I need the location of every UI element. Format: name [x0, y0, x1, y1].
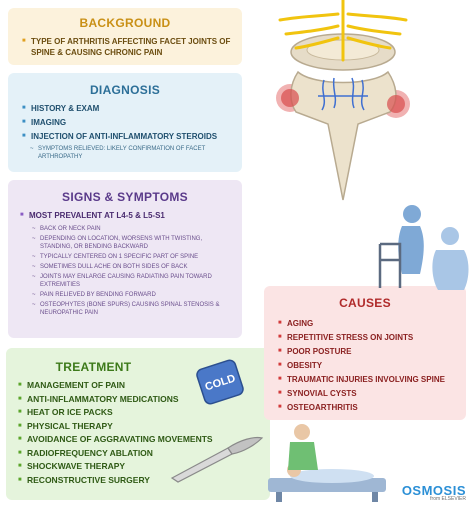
signs-main-item: MOST PREVALENT at L4-5 & L5-S1	[20, 210, 236, 221]
treatment-item: RADIOFREQUENCY ABLATION	[18, 448, 266, 459]
logo-word: OSMOSIS	[401, 483, 466, 498]
patient-lying	[290, 469, 374, 483]
diagnosis-item: HISTORY & EXAM	[22, 103, 234, 114]
diagnosis-card: DIAGNOSIS HISTORY & EXAM IMAGING INJECTI…	[8, 73, 242, 172]
second-patient-head	[441, 227, 459, 245]
signs-subitem: TYPICALLY CENTERED on 1 SPECIFIC PART of…	[32, 253, 234, 261]
elderly-patients-illustration	[378, 205, 469, 290]
physical-therapy-illustration	[268, 424, 386, 502]
therapist-head	[294, 424, 310, 440]
treatment-item: ANTI-INFLAMMATORY MEDICATIONS	[18, 394, 266, 405]
osmosis-logo: OSMOSIS from ELSEVIER	[402, 483, 466, 502]
diagnosis-subitem: SYMPTOMS RELIEVED: LIKELY CONFIRMATION o…	[30, 145, 232, 161]
causes-item: TRAUMATIC INJURIES involving SPINE	[278, 374, 460, 385]
signs-subitem: JOINTS MAY ENLARGE CAUSING RADIATING PAI…	[32, 273, 234, 289]
signs-subitem: SOMETIMES DULL ACHE on BOTH SIDES of BAC…	[32, 263, 234, 271]
treatment-item: MANAGEMENT of PAIN	[18, 380, 266, 391]
causes-title: CAUSES	[339, 296, 391, 310]
treatment-item: HEAT or ICE PACKS	[18, 407, 266, 418]
causes-item: OSTEOARTHRITIS	[278, 402, 460, 413]
scalpel-icon	[170, 436, 264, 483]
signs-symptoms-title: SIGNS & SYMPTOMS	[62, 190, 188, 204]
treatment-item: SHOCKWAVE THERAPY	[18, 461, 266, 472]
logo-sub: from ELSEVIER	[430, 496, 466, 502]
treatment-item: PHYSICAL THERAPY	[18, 421, 266, 432]
second-patient-body	[432, 250, 469, 290]
causes-item: AGING	[278, 318, 460, 329]
vessels	[318, 77, 368, 111]
causes-item: POOR POSTURE	[278, 346, 460, 357]
background-item: TYPE of ARTHRITIS affecting FACET JOINTS…	[22, 36, 232, 58]
spinal-nerves	[278, 0, 408, 62]
treatment-title: TREATMENT	[55, 360, 132, 374]
background-title: BACKGROUND	[79, 16, 171, 30]
signs-subitem: BACK or NECK PAIN	[32, 225, 234, 233]
causes-item: OBESITY	[278, 360, 460, 371]
walker-icon	[378, 242, 402, 288]
causes-card: CAUSES AGING REPETITIVE STRESS on JOINTS…	[264, 286, 466, 420]
patient-head	[403, 205, 421, 223]
signs-subitem: OSTEOPHYTES (BONE SPURS) CAUSING SPINAL …	[32, 301, 234, 317]
therapist-body	[288, 442, 318, 470]
causes-item: SYNOVIAL CYSTS	[278, 388, 460, 399]
signs-subitem: PAIN RELIEVED by BENDING FORWARD	[32, 291, 234, 299]
background-card: BACKGROUND TYPE of ARTHRITIS affecting F…	[8, 8, 242, 65]
causes-item: REPETITIVE STRESS on JOINTS	[278, 332, 460, 343]
diagnosis-title: DIAGNOSIS	[89, 83, 161, 97]
vertebra-illustration	[276, 0, 410, 201]
vertebral-arch	[290, 70, 397, 201]
cold-pack-icon: COLD	[196, 359, 244, 405]
patient-body	[398, 226, 424, 274]
treatment-item: RECONSTRUCTIVE SURGERY	[18, 475, 266, 486]
treatment-item: AVOIDANCE of AGGRAVATING MOVEMENTS	[18, 434, 266, 445]
signs-subitem: DEPENDING on LOCATION, WORSENS with TWIS…	[32, 235, 234, 251]
signs-symptoms-card: SIGNS & SYMPTOMS MOST PREVALENT at L4-5 …	[8, 180, 242, 338]
diagnosis-item: INJECTION of ANTI-INFLAMMATORY STEROIDS	[22, 131, 234, 142]
diagnosis-item: IMAGING	[22, 117, 234, 128]
